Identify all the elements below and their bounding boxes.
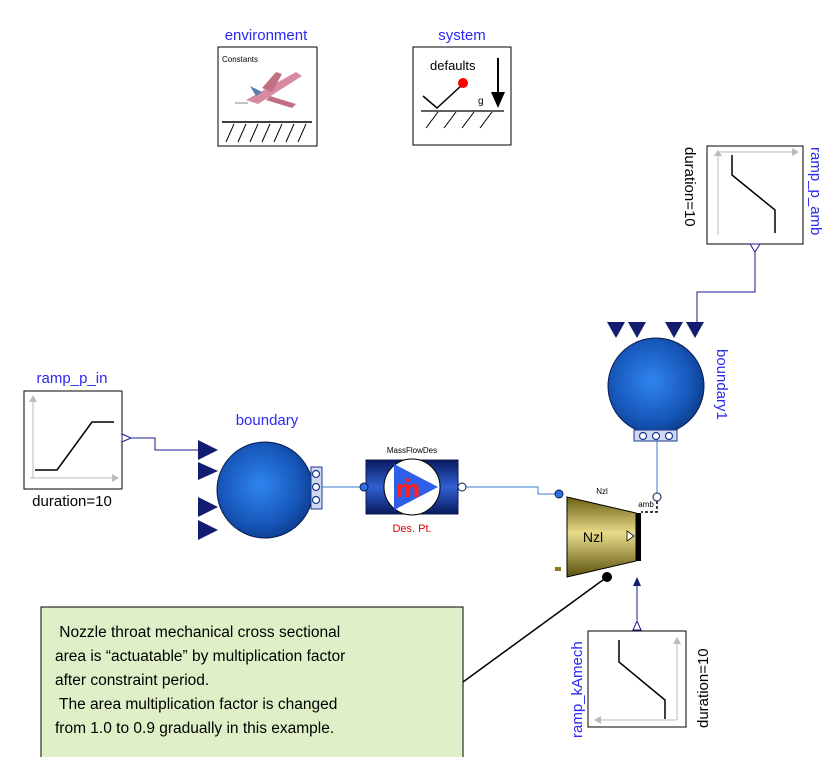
ramp-p-in-param: duration=10 [32,493,112,510]
signal-connections [131,252,756,620]
ramp-p-amb-label: ramp_p_amb [807,147,824,235]
annotation-note: Nozzle throat mechanical cross sectional… [40,572,612,757]
nozzle-body-label: Nzl [583,529,603,545]
note-pointer-dot [602,572,612,582]
ramp-kamech-label: ramp_kAmech [569,641,586,738]
ramp-kamech-block[interactable]: ramp_kAmech duration=10 [569,619,712,738]
massflow-block[interactable]: MassFlowDes ṁ Des. Pt. [359,446,467,535]
ramp-kamech-output-port[interactable] [632,619,642,631]
ramp-p-in-axes [29,395,119,482]
note-line-4: The area multiplication factor is change… [55,696,337,713]
ramp-p-amb-block[interactable]: ramp_p_amb duration=10 [681,145,824,253]
ramp-p-amb-axes [714,148,799,235]
nozzle-block[interactable]: Nzl amb Nzl [554,487,662,586]
ramp-p-in-block[interactable]: ramp_p_in duration=10 [23,370,133,510]
boundary-fluid-ports[interactable] [311,469,321,505]
ramp-p-amb-curve [731,155,776,233]
system-ground-icon [425,111,493,129]
ramp-kamech-param: duration=10 [695,648,712,728]
nozzle-inlet-port[interactable] [554,489,564,499]
ramp-p-amb-output-port[interactable] [749,243,761,253]
boundary-label: boundary [236,412,299,429]
system-defaults-label: defaults [430,58,476,73]
nozzle-top-label: Nzl [596,487,608,496]
airplane-icon [235,72,302,108]
boundary-input-ports[interactable] [198,440,218,540]
note-box [40,606,464,757]
boundary1-fluid-ports[interactable] [638,431,674,441]
massflow-outlet-port[interactable] [457,482,467,492]
gravity-arrow-icon [491,92,505,108]
environment-block[interactable]: environment Constants [217,27,318,147]
ramp-p-amb-param: duration=10 [681,147,698,227]
boundary1-label: boundary1 [713,349,730,420]
ramp-kamech-curve [618,640,666,719]
boundary1-input-ports[interactable] [607,322,704,338]
system-g-label: g [478,96,484,107]
system-block[interactable]: system defaults g [412,27,512,146]
pump-arrow-icon [394,464,438,510]
boundary-sphere [216,441,314,539]
note-line-2: area is “actuatable” by multiplication f… [55,648,345,665]
environment-constants-label: Constants [222,55,258,64]
ramp-p-in-curve [35,421,114,471]
system-label: system [438,27,486,44]
boundary-block[interactable]: boundary [198,412,323,540]
ramp-p-in-label: ramp_p_in [37,370,108,387]
note-line-5: from 1.0 to 0.9 gradually in this exampl… [55,720,334,737]
boundary1-sphere [607,337,705,435]
red-dot-icon [458,78,468,88]
note-pointer-line [462,576,608,683]
nozzle-amb-label: amb [638,500,654,509]
massflow-symbol: ṁ [395,475,420,503]
massflow-top-label: MassFlowDes [387,446,437,455]
fluid-connections [322,441,658,497]
environment-label: environment [225,27,308,44]
ground-hatch-icon [225,123,307,143]
nozzle-amb-port[interactable] [652,492,662,502]
massflow-inlet-port[interactable] [359,482,369,492]
nozzle-kamech-input-port[interactable] [633,577,641,586]
boundary1-block[interactable]: boundary1 [607,322,730,442]
massflow-bottom-label: Des. Pt. [392,523,431,535]
ramp-p-in-output-port[interactable] [121,433,133,443]
nozzle-signal-marker [626,530,635,542]
ramp-kamech-axes [594,637,681,724]
note-line-1: Nozzle throat mechanical cross sectional [55,624,340,641]
note-line-3: after constraint period. [55,672,209,689]
